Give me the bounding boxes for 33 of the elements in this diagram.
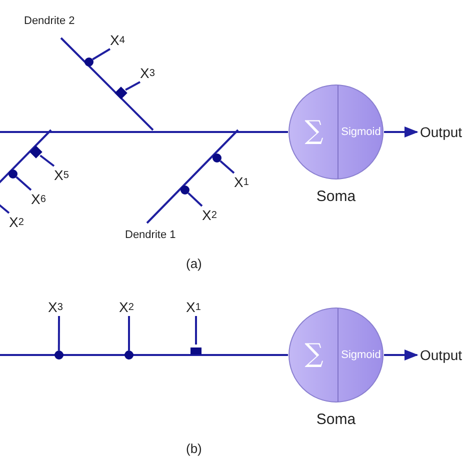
- sum-symbol: ∑: [304, 116, 324, 146]
- leader-line: [128, 316, 130, 350]
- output-label: Output: [420, 123, 462, 141]
- axon-line: [0, 131, 288, 133]
- panel-label: (b): [186, 441, 202, 456]
- leader-line: [188, 192, 203, 207]
- synapse-dot: [212, 154, 222, 162]
- synapse-square: [190, 348, 202, 354]
- node-caption: Soma: [315, 411, 357, 428]
- axon-line: [0, 354, 288, 356]
- node-caption: Soma: [315, 188, 357, 205]
- leader-line: [58, 316, 60, 350]
- leader-line: [40, 154, 55, 167]
- leader-line: [220, 160, 235, 174]
- function-label: Sigmoid: [340, 348, 382, 362]
- synapse-dot: [180, 186, 190, 194]
- synapse-dot: [8, 170, 18, 178]
- output-label: Output: [420, 346, 462, 364]
- sum-symbol: ∑: [304, 339, 324, 369]
- leader-line: [16, 176, 32, 191]
- synapse-dot: [84, 58, 94, 66]
- arrow: [384, 126, 418, 138]
- synapse-dot: [124, 350, 134, 360]
- dendrite-label: Dendrite 1: [125, 229, 176, 241]
- dendrite-label: Dendrite 2: [24, 15, 75, 27]
- leader-line: [92, 48, 111, 60]
- arrow: [384, 349, 418, 361]
- leader-line: [125, 81, 140, 91]
- synapse-dot: [54, 350, 64, 360]
- leader-line: [195, 316, 197, 344]
- function-label: Sigmoid: [340, 125, 382, 139]
- leader-line: [0, 202, 10, 214]
- panel-label: (a): [186, 256, 202, 271]
